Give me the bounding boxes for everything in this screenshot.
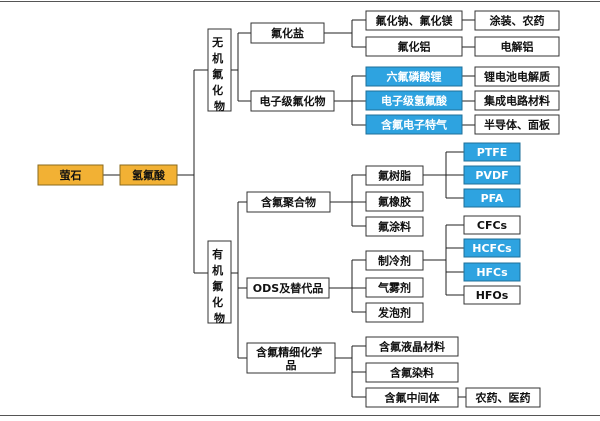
node-ptfe-label: PTFE — [477, 146, 508, 159]
node-electronic-fluorides-label: 电子级氟化物 — [260, 94, 326, 108]
node-li-electrolyte: 锂电池电解质 — [474, 66, 560, 87]
node-inorganic-label: 无 机 氟 化 物 — [211, 36, 227, 113]
node-foaming-label: 发泡剂 — [377, 306, 411, 320]
node-hcfcs-label: HCFCs — [472, 242, 512, 255]
node-lipf6-label: 六氟磷酸锂 — [387, 70, 442, 84]
node-pest-pharma: 农药、医药 — [465, 387, 541, 408]
node-pvdf: PVDF — [463, 165, 521, 185]
node-fluoride-salts-label: 氟化盐 — [271, 26, 304, 40]
node-ic-materials-label: 集成电路材料 — [483, 94, 550, 108]
node-refrigerant: 制冷剂 — [365, 250, 424, 271]
node-pvdf-label: PVDF — [475, 169, 508, 182]
node-organic-label: 有 机 氟 化 物 — [212, 247, 227, 325]
node-f-gas-label: 含氟电子特气 — [380, 118, 447, 132]
node-fine-chem: 含氟精细化学 品 — [246, 342, 336, 374]
node-f-resin-label: 氟树脂 — [378, 169, 411, 183]
node-ic-materials: 集成电路材料 — [474, 90, 560, 111]
node-pest-pharma-label: 农药、医药 — [475, 391, 531, 405]
node-hfos: HFOs — [463, 285, 521, 305]
node-refrigerant-label: 制冷剂 — [378, 254, 411, 268]
node-ods-label: ODS及替代品 — [253, 281, 323, 295]
node-f-polymers: 含氟聚合物 — [246, 191, 331, 213]
node-f-resin: 氟树脂 — [365, 165, 424, 186]
node-hcfcs: HCFCs — [463, 238, 521, 258]
node-e-hf: 电子级氢氟酸 — [365, 90, 463, 111]
node-pfa: PFA — [463, 188, 521, 208]
node-ptfe: PTFE — [463, 142, 521, 162]
node-electronic-fluorides: 电子级氟化物 — [250, 90, 335, 112]
node-pfa-label: PFA — [481, 192, 504, 205]
node-fluorite-label: 萤石 — [60, 168, 82, 182]
node-fine-chem-label: 含氟精细化学 品 — [255, 345, 326, 372]
node-ods: ODS及替代品 — [246, 277, 330, 299]
node-alf3: 氟化铝 — [365, 36, 463, 57]
node-dyes: 含氟染料 — [365, 362, 459, 383]
node-hf: 氢氟酸 — [119, 164, 178, 186]
node-semis-panels: 半导体、面板 — [474, 114, 560, 135]
node-f-gas: 含氟电子特气 — [365, 114, 463, 135]
node-hf-label: 氢氟酸 — [132, 168, 166, 182]
node-alf3-label: 氟化铝 — [398, 40, 431, 54]
node-fluorite: 萤石 — [37, 164, 104, 186]
node-coatings-pesticides: 涂装、农药 — [474, 10, 560, 31]
node-f-polymers-label: 含氟聚合物 — [260, 195, 316, 209]
node-coatings-pesticides-label: 涂装、农药 — [490, 14, 545, 28]
node-naf-mgf: 氟化钠、氟化镁 — [365, 10, 463, 31]
node-hfcs: HFCs — [463, 262, 521, 282]
node-f-rubber: 氟橡胶 — [365, 191, 424, 212]
node-aerosol-label: 气雾剂 — [377, 281, 411, 295]
node-f-coating: 氟涂料 — [365, 216, 424, 237]
node-fluoride-salts: 氟化盐 — [250, 22, 325, 44]
node-e-hf-label: 电子级氢氟酸 — [381, 94, 448, 108]
node-naf-mgf-label: 氟化钠、氟化镁 — [376, 14, 454, 28]
node-cfcs: CFCs — [463, 215, 521, 235]
node-hfos-label: HFOs — [476, 289, 509, 302]
node-foaming: 发泡剂 — [365, 302, 424, 323]
node-aerosol: 气雾剂 — [365, 277, 424, 298]
node-cfcs-label: CFCs — [477, 219, 508, 232]
node-electrolysis: 电解铝 — [474, 36, 560, 57]
node-f-rubber-label: 氟橡胶 — [378, 195, 411, 209]
node-intermediates-label: 含氟中间体 — [384, 391, 441, 405]
node-organic: 有 机 氟 化 物 — [207, 240, 232, 325]
node-hfcs-label: HFCs — [476, 266, 508, 279]
node-dyes-label: 含氟染料 — [389, 366, 434, 380]
node-li-electrolyte-label: 锂电池电解质 — [484, 70, 550, 84]
node-f-coating-label: 氟涂料 — [378, 220, 411, 234]
node-inorganic: 无 机 氟 化 物 — [207, 28, 232, 113]
node-semis-panels-label: 半导体、面板 — [484, 118, 551, 132]
connector-lines — [103, 19, 475, 398]
node-intermediates: 含氟中间体 — [365, 387, 459, 408]
node-electrolysis-label: 电解铝 — [501, 40, 534, 54]
node-lcd: 含氟液晶材料 — [365, 336, 459, 357]
node-lipf6: 六氟磷酸锂 — [365, 66, 463, 87]
node-lcd-label: 含氟液晶材料 — [378, 340, 445, 354]
